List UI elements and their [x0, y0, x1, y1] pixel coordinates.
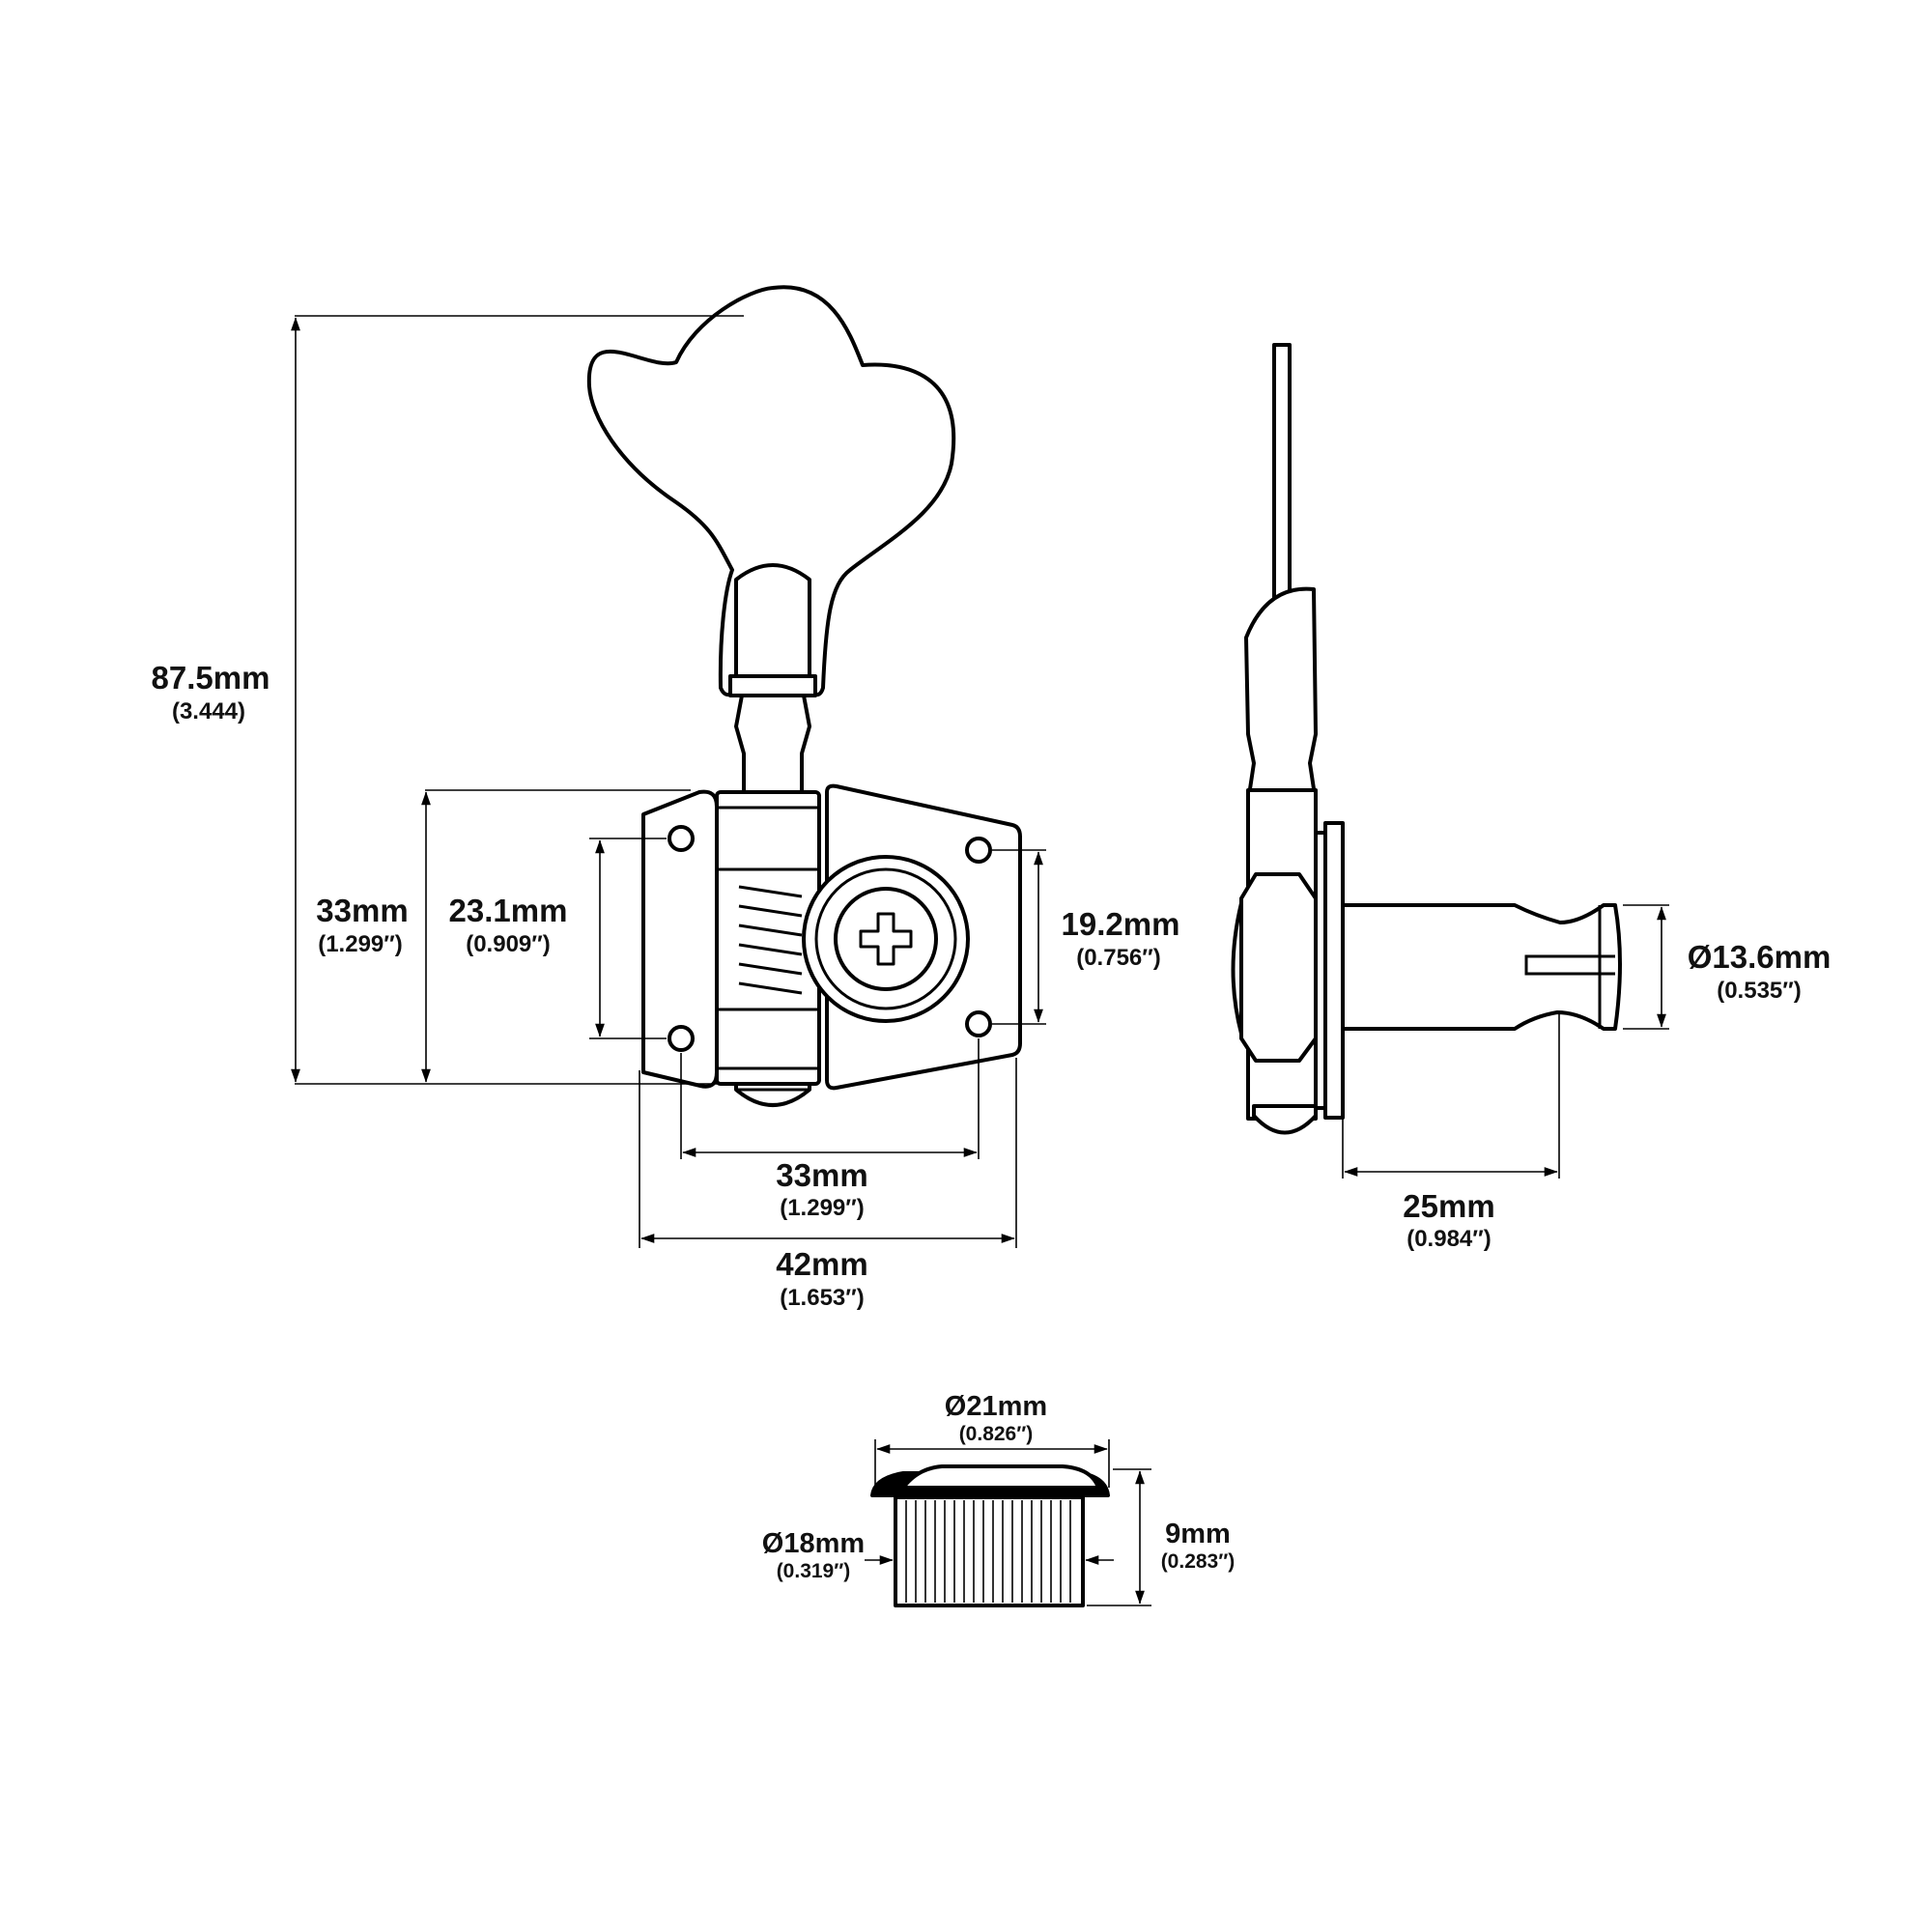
side-view — [1231, 343, 1622, 1135]
mounting-hole-bottom-right — [965, 1010, 992, 1037]
mounting-hole-top-left — [668, 825, 695, 852]
shaft-bottom-cap — [734, 1082, 811, 1107]
overall-width-inch-label: (1.653″) — [780, 1285, 865, 1311]
left-hole-spacing-inch-label: (0.909″) — [466, 931, 551, 957]
dimension-labels: 87.5mm (3.444) 33mm (1.299″) 23.1mm (0.9… — [152, 660, 1832, 1582]
hole-spacing-mm-label: 33mm — [776, 1157, 867, 1193]
string-post — [1341, 903, 1622, 1031]
overall-width-mm-label: 42mm — [776, 1246, 867, 1282]
right-hole-spacing-inch-label: (0.756″) — [1076, 945, 1161, 971]
tuner-shaft — [734, 563, 811, 697]
baseplate-height-inch-label: (1.299″) — [318, 931, 403, 957]
bushing-body-diameter-mm-label: Ø18mm — [762, 1528, 865, 1559]
bushing-flange-diameter-inch-label: (0.826″) — [959, 1423, 1034, 1445]
mounting-hole-top-right — [965, 837, 992, 864]
side-gear-hex — [1239, 872, 1318, 1063]
side-key-blade — [1272, 343, 1292, 608]
bushing-body — [894, 1495, 1085, 1607]
bushing-knurling — [905, 1500, 1071, 1603]
right-hole-spacing-mm-label: 19.2mm — [1062, 906, 1180, 942]
post-length-inch-label: (0.984″) — [1406, 1226, 1492, 1252]
side-gear-dome — [1231, 901, 1243, 1036]
mounting-hole-bottom-left — [668, 1025, 695, 1052]
post-length-mm-label: 25mm — [1403, 1188, 1494, 1224]
post-diameter-mm-label: Ø13.6mm — [1688, 939, 1832, 975]
shaft-collar — [728, 674, 817, 697]
side-flange — [1314, 831, 1327, 1110]
bushing-flange-diameter-mm-label: Ø21mm — [945, 1391, 1047, 1422]
bushing-height-inch-label: (0.283″) — [1161, 1550, 1236, 1573]
phillips-screw-icon — [859, 912, 913, 966]
bushing-flange-top — [901, 1464, 1100, 1490]
shaft-neck — [734, 694, 811, 794]
left-hole-spacing-mm-label: 23.1mm — [449, 893, 568, 928]
overall-height-inch-label: (3.444) — [172, 698, 245, 724]
dimension-lines — [291, 315, 1669, 1606]
overall-height-mm-label: 87.5mm — [152, 660, 270, 696]
baseplate-height-mm-label: 33mm — [316, 893, 408, 928]
worm-gear-threads — [738, 885, 803, 995]
hole-spacing-inch-label: (1.299″) — [780, 1195, 865, 1221]
bushing-height-mm-label: 9mm — [1165, 1519, 1231, 1549]
post-diameter-inch-label: (0.535″) — [1717, 978, 1802, 1004]
bushing-body-diameter-inch-label: (0.319″) — [777, 1560, 851, 1582]
bushing-view — [870, 1464, 1110, 1607]
front-view — [586, 285, 1022, 1107]
string-post-slot — [1524, 954, 1615, 976]
side-bottom-cap — [1252, 1104, 1318, 1135]
side-mounting-plate — [1323, 821, 1345, 1120]
